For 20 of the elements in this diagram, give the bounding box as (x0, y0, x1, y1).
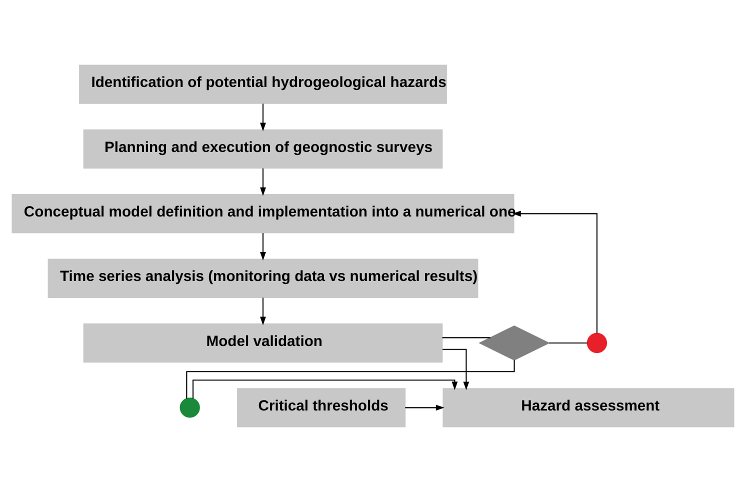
arrow (260, 103, 266, 131)
node-box: Conceptual model definition and implementation into a numerical one (12, 194, 514, 233)
arrow (405, 404, 444, 410)
connector (548, 342, 588, 344)
node-box: Planning and execution of geognostic surveys (83, 128, 443, 168)
node-box: Critical thresholds (237, 388, 406, 427)
arrow (442, 348, 470, 390)
node-circle (586, 332, 608, 353)
node-box: Identification of potential hydrogeological hazards (79, 64, 447, 104)
node-diamond (478, 324, 550, 360)
arrow (192, 379, 458, 398)
arrow (512, 210, 598, 333)
arrow (260, 232, 266, 260)
arrow (260, 297, 266, 325)
connector (442, 336, 490, 338)
node-circle (180, 397, 200, 418)
node-box: Model validation (83, 322, 443, 362)
arrow (260, 168, 266, 196)
node-box: Time series analysis (monitoring data vs numerical results) (48, 258, 478, 298)
node-box: Hazard assessment (442, 388, 734, 427)
